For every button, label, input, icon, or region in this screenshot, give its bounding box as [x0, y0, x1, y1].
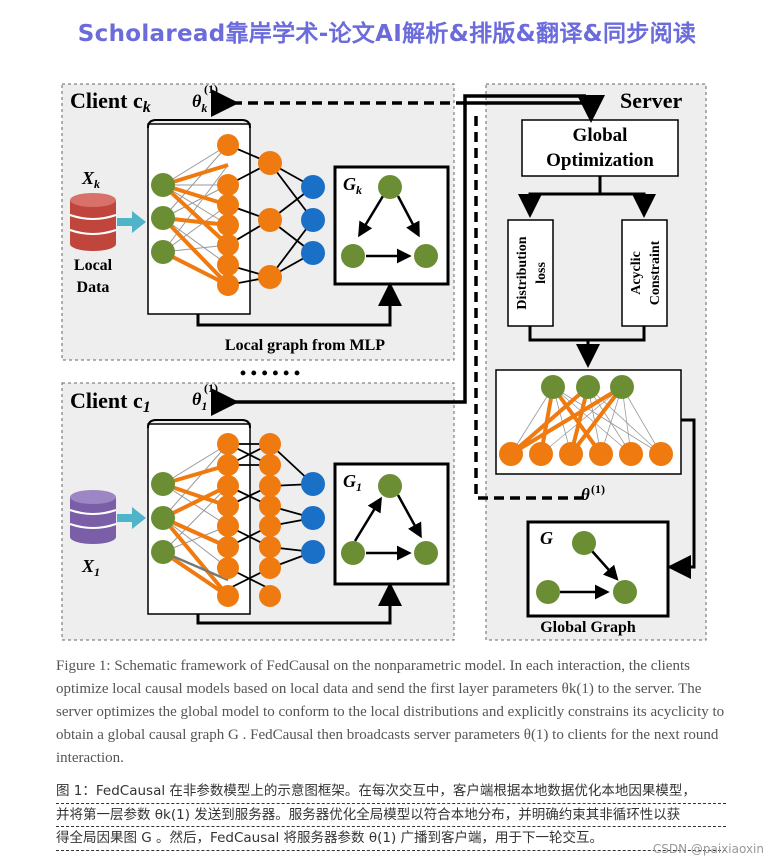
server-title: Server: [620, 88, 683, 113]
graph-k-node: [378, 175, 402, 199]
data-arrow-k-icon: [117, 211, 146, 233]
global-graph-label: Global Graph: [540, 619, 636, 636]
local-graph-arrow-1: [196, 582, 402, 625]
upload-line-k: [464, 95, 605, 123]
figure-caption-zh: 图 1：FedCausal 在非参数模型上的示意图框架。在每次交互中，客户端根据…: [56, 780, 726, 851]
data-k-label: Xk: [81, 168, 100, 191]
graph-1-label: G1: [343, 471, 362, 494]
graph-k-node: [414, 244, 438, 268]
theta-k-sup: (1): [204, 82, 218, 96]
opt-split-arrow-right: [600, 192, 656, 218]
database-1-icon: [69, 490, 117, 544]
framework-diagram: Client ck θk (1): [61, 82, 707, 641]
global-graph-g-label: G: [540, 528, 553, 548]
watermark: CSDN @paixiaoxin: [652, 842, 764, 856]
broadcast-arrow: [474, 112, 584, 500]
graph-1-edges: [353, 494, 422, 561]
theta-server-label: θ: [581, 485, 590, 504]
acyclic-constraint-box: [621, 219, 668, 327]
theta-1-label: θ1: [192, 389, 207, 413]
upload-arrow-1: [211, 94, 586, 416]
graph-k-edges: [358, 195, 420, 264]
mlp-nodes-1: [151, 433, 325, 607]
model-to-graph-arrow: [667, 418, 696, 579]
theta-k-label: θk: [192, 91, 207, 115]
data-arrow-1-icon: [117, 507, 146, 529]
acyclic-constraint-label: Acyclic: [629, 251, 644, 295]
graph-k-label: Gk: [343, 174, 362, 197]
theta-1-sup: (1): [204, 381, 218, 395]
client-1-title: Client c1: [70, 388, 151, 416]
acyclic-constraint-label-2: Constraint: [648, 240, 663, 305]
global-graph-node: [536, 580, 560, 604]
global-graph-edges: [560, 550, 619, 600]
distribution-loss-label-2: loss: [534, 262, 549, 284]
clients-ellipsis: • • • • • •: [240, 363, 300, 383]
theta-server-sup: (1): [591, 482, 605, 496]
global-optimization-label: Global: [573, 125, 628, 146]
local-graph-arrow-k: [196, 282, 402, 327]
database-k-icon: [69, 193, 117, 251]
mlp-nodes-k: [151, 134, 325, 296]
caption-zh-line: 并将第一层参数 θk(1) 发送到服务器。服务器优化全局模型以符合本地分布，并明…: [56, 804, 726, 827]
graph-k-node: [341, 244, 365, 268]
global-optimization-label-2: Optimization: [546, 150, 654, 171]
graph-1-node: [414, 541, 438, 565]
global-optimization-box: [521, 119, 679, 177]
opt-split-arrows: [518, 176, 602, 218]
graph-1-node: [341, 541, 365, 565]
mlp-label-k: Local graph from MLP: [225, 337, 385, 354]
local-data-label-2: Data: [77, 279, 110, 296]
banner-title: Scholaread靠岸学术-论文AI解析&排版&翻译&同步阅读: [77, 21, 697, 47]
data-1-label: X1: [81, 556, 100, 579]
server-model-nodes: [499, 375, 673, 466]
caption-zh-line: 得全局因果图 G 。然后，FedCausal 将服务器参数 θ(1) 广播到客户…: [56, 827, 726, 851]
graph-1-node: [378, 474, 402, 498]
distribution-loss-label: Distribution: [515, 236, 530, 309]
global-graph-node: [613, 580, 637, 604]
distribution-loss-box: [507, 219, 554, 327]
global-graph-node: [572, 531, 596, 555]
local-data-label: Local: [74, 257, 113, 274]
client-k-title: Client ck: [70, 88, 151, 116]
caption-zh-line: 图 1：FedCausal 在非参数模型上的示意图框架。在每次交互中，客户端根据…: [56, 780, 726, 804]
figure-caption-en: Figure 1: Schematic framework of FedCaus…: [56, 658, 725, 766]
